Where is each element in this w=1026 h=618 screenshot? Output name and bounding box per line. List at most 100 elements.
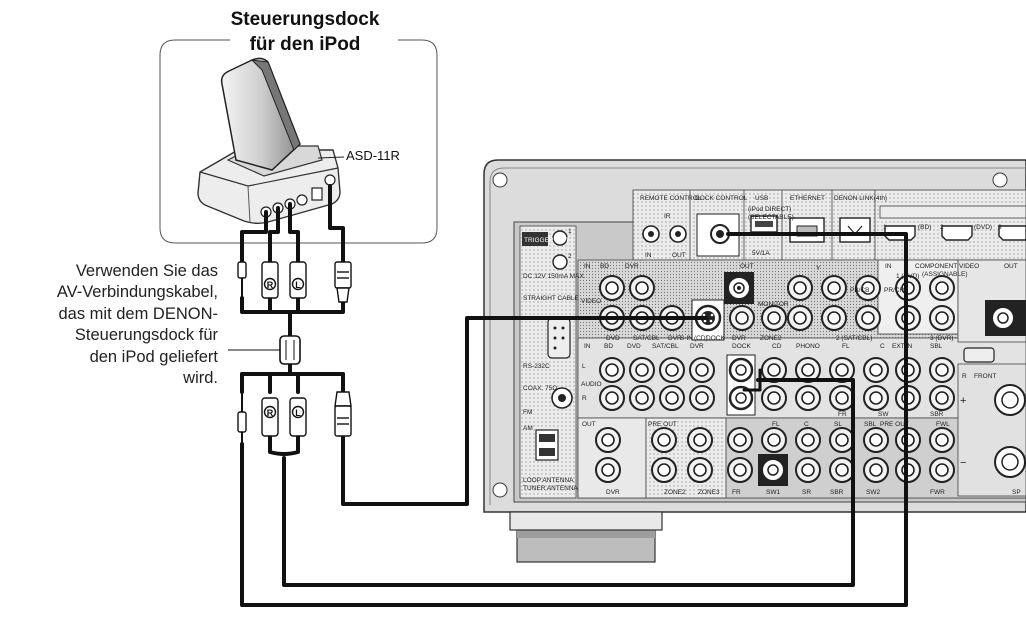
rca-jack-center (935, 463, 949, 477)
rca-jack-center (665, 391, 679, 405)
rca-jack-center (665, 363, 679, 377)
svg-text:ZONE3: ZONE3 (698, 489, 720, 496)
rca-jack-center (793, 311, 807, 325)
rca-jack-center (695, 391, 709, 405)
svg-text:LOOP ANTENNA: LOOP ANTENNA (523, 477, 574, 484)
av-receiver: REMOTE CONTROL IR OUT IN DOCK CONTROL US… (483, 159, 1026, 563)
svg-text:PR/CR: PR/CR (884, 287, 905, 294)
rca-jack-center (827, 281, 841, 295)
svg-text:SBL: SBL (864, 421, 877, 428)
svg-text:SW2: SW2 (866, 489, 880, 496)
svg-text:AUDIO: AUDIO (581, 381, 602, 388)
rca-jack-center (861, 281, 875, 295)
svg-text:SW: SW (878, 411, 889, 418)
svg-text:3: 3 (998, 224, 1002, 231)
svg-text:SAT/CBL: SAT/CBL (633, 335, 660, 342)
rca-jack-center (935, 433, 949, 447)
rca-jack-center (693, 433, 707, 447)
svg-text:(DVD): (DVD) (974, 224, 992, 231)
svg-text:L: L (582, 363, 586, 370)
svg-text:(BD): (BD) (918, 224, 931, 231)
svg-text:OUT: OUT (1004, 263, 1018, 270)
svg-text:USB: USB (755, 195, 768, 202)
rca-jack-center (695, 363, 709, 377)
svg-text:ZONE2: ZONE2 (664, 489, 686, 496)
dock-model-label: ASD-11R (346, 148, 400, 163)
rca-jack-center (635, 281, 649, 295)
svg-text:TUNER ANTENNA: TUNER ANTENNA (523, 485, 579, 492)
svg-text:BD: BD (600, 263, 609, 270)
svg-text:DVR: DVR (606, 489, 620, 496)
svg-text:SL: SL (834, 421, 842, 428)
svg-text:SAT/CBL: SAT/CBL (652, 343, 679, 350)
svg-text:3 (DVR): 3 (DVR) (930, 335, 953, 342)
svg-text:+: + (960, 395, 966, 407)
svg-text:FL: FL (772, 421, 780, 428)
svg-text:SBL: SBL (930, 343, 943, 350)
svg-text:FR: FR (732, 489, 741, 496)
svg-text:SP: SP (1012, 489, 1021, 496)
svg-text:S-IN: S-IN (680, 335, 693, 342)
rca-jack-center (767, 311, 781, 325)
svg-text:FL: FL (842, 343, 850, 350)
rca-jack-center (835, 433, 849, 447)
cable-note-line: Steuerungsdock für (74, 326, 218, 345)
svg-text:2: 2 (568, 253, 572, 260)
rca-jack-center (869, 363, 883, 377)
svg-text:DOCK: DOCK (732, 343, 751, 350)
svg-text:OUT: OUT (740, 263, 754, 270)
rca-jack-center (767, 363, 781, 377)
svg-text:Y: Y (816, 265, 821, 272)
svg-text:L: L (295, 280, 301, 290)
rca-jack-center (635, 363, 649, 377)
svg-text:OUT: OUT (672, 252, 686, 259)
cable-note: Verwenden Sie das AV-Verbindungskabel, d… (0, 261, 218, 389)
svg-text:(iPod DIRECT): (iPod DIRECT) (748, 206, 791, 213)
svg-text:PB/CB: PB/CB (850, 287, 870, 294)
dock-title-line1: Steuerungsdock (230, 9, 380, 30)
svg-text:EXT.IN: EXT.IN (892, 343, 913, 350)
rca-jack-center (657, 463, 671, 477)
svg-text:DVR: DVR (690, 343, 704, 350)
cable-note-line: wird. (183, 369, 218, 388)
svg-text:REMOTE CONTROL: REMOTE CONTROL (640, 195, 702, 202)
svg-text:PRE OUT: PRE OUT (648, 421, 677, 428)
rca-jack-center (869, 391, 883, 405)
cable-note-line: AV-Verbindungskabel, (56, 283, 218, 302)
ferrite-core (279, 335, 301, 365)
plugs-upper: R L (237, 261, 352, 303)
svg-text:IN: IN (645, 252, 652, 259)
svg-text:L: L (295, 408, 301, 418)
svg-text:(ASSIGNABLE): (ASSIGNABLE) (922, 271, 968, 278)
svg-text:2: 2 (940, 224, 944, 231)
svg-text:5V/1A: 5V/1A (752, 250, 770, 257)
svg-text:TRIGGER OUT: TRIGGER OUT (524, 237, 569, 244)
rca-jack-center (935, 363, 949, 377)
rca-jack-center (733, 463, 747, 477)
rca-jack-center (793, 281, 807, 295)
rca-jack-center (767, 391, 781, 405)
svg-text:BD: BD (604, 343, 613, 350)
svg-text:C: C (880, 343, 885, 350)
svg-text:COMPONENT VIDEO: COMPONENT VIDEO (915, 263, 979, 270)
svg-text:DVD: DVD (606, 335, 620, 342)
svg-text:R: R (962, 373, 967, 380)
svg-text:2 (SAT/CBL): 2 (SAT/CBL) (836, 335, 872, 342)
svg-text:IN: IN (584, 343, 591, 350)
rca-jack-center (835, 363, 849, 377)
svg-text:FWL: FWL (936, 421, 950, 428)
rca-jack-center (693, 463, 707, 477)
svg-text:MONITOR: MONITOR (758, 301, 789, 308)
rca-jack-center (869, 463, 883, 477)
svg-text:1: 1 (883, 224, 887, 231)
svg-text:IN: IN (885, 263, 892, 270)
svg-text:VIDEO: VIDEO (581, 298, 601, 305)
svg-text:IR: IR (664, 213, 671, 220)
svg-text:DENON LINK(4th): DENON LINK(4th) (834, 195, 887, 202)
svg-text:R: R (582, 395, 587, 402)
rca-jack-center (835, 463, 849, 477)
svg-text:AM: AM (523, 425, 533, 432)
svg-text:R: R (267, 280, 274, 290)
rca-jack-center (827, 311, 841, 325)
rca-jack-center (935, 391, 949, 405)
